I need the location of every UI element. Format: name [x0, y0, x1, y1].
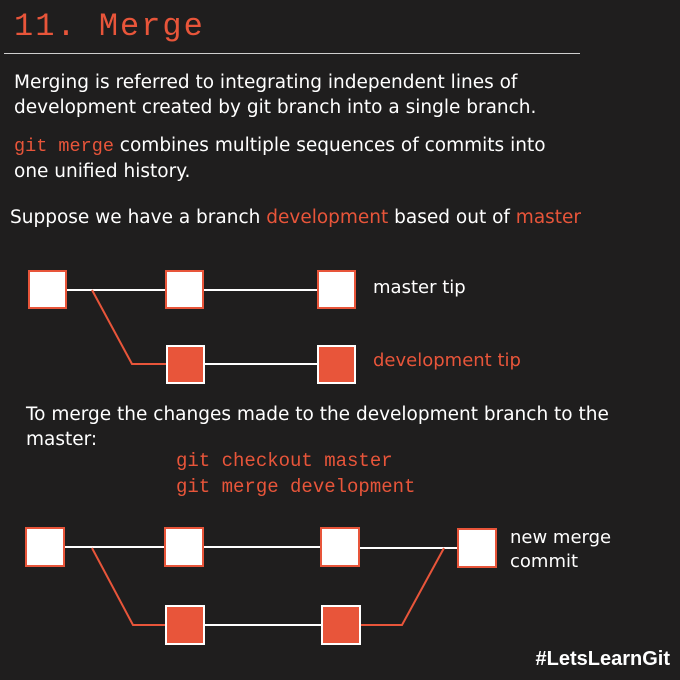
title-divider — [4, 53, 580, 54]
instruction-line-1: To merge the changes made to the develop… — [26, 404, 609, 425]
master-commit-1 — [28, 270, 67, 309]
merge-label-line-2: commit — [510, 551, 579, 572]
merge-description: git merge combines multiple sequences of… — [14, 133, 546, 184]
intro-line-2: development created by git branch into a… — [14, 97, 537, 118]
master-commit-2 — [165, 270, 204, 309]
merge-master-commit-3 — [320, 527, 360, 567]
merge-desc-line-1: combines multiple sequences of commits i… — [113, 135, 546, 156]
page-title: 11. Merge — [14, 8, 205, 45]
branch-off-edge — [91, 289, 167, 365]
intro-line-1: Merging is referred to integrating indep… — [14, 72, 518, 93]
master-branch-name: master — [515, 207, 582, 228]
merge-master-commit-1 — [25, 527, 65, 567]
dev-commit-2 — [317, 345, 356, 384]
new-merge-commit-label: new merge commit — [510, 526, 611, 574]
merge-commit — [457, 528, 497, 568]
hashtag: #LetsLearnGit — [535, 648, 670, 670]
merge-label-line-1: new merge — [510, 527, 612, 548]
master-commit-3 — [317, 270, 356, 309]
merge-master-commit-2 — [164, 527, 204, 567]
suppose-paragraph: Suppose we have a branch development bas… — [10, 205, 581, 230]
merge-command: git merge development — [176, 476, 416, 498]
development-tip-label: development tip — [373, 350, 521, 371]
instruction-paragraph: To merge the changes made to the develop… — [26, 402, 609, 452]
merge-dev-commit-2 — [321, 605, 361, 645]
checkout-command: git checkout master — [176, 450, 393, 472]
instruction-line-2: master: — [26, 429, 98, 450]
suppose-prefix: Suppose we have a branch — [10, 207, 267, 228]
intro-paragraph: Merging is referred to integrating indep… — [14, 70, 536, 120]
merge-join-edge — [360, 547, 445, 626]
git-merge-inline-code: git merge — [14, 136, 114, 157]
merge-branch-off-edge — [91, 547, 167, 626]
dev-commit-1 — [166, 345, 205, 384]
merge-desc-line-2: one unified history. — [14, 161, 191, 182]
master-tip-label: master tip — [373, 277, 466, 298]
development-branch-name: development — [266, 207, 389, 228]
suppose-middle: based out of — [388, 207, 516, 228]
merge-dev-commit-1 — [165, 605, 205, 645]
